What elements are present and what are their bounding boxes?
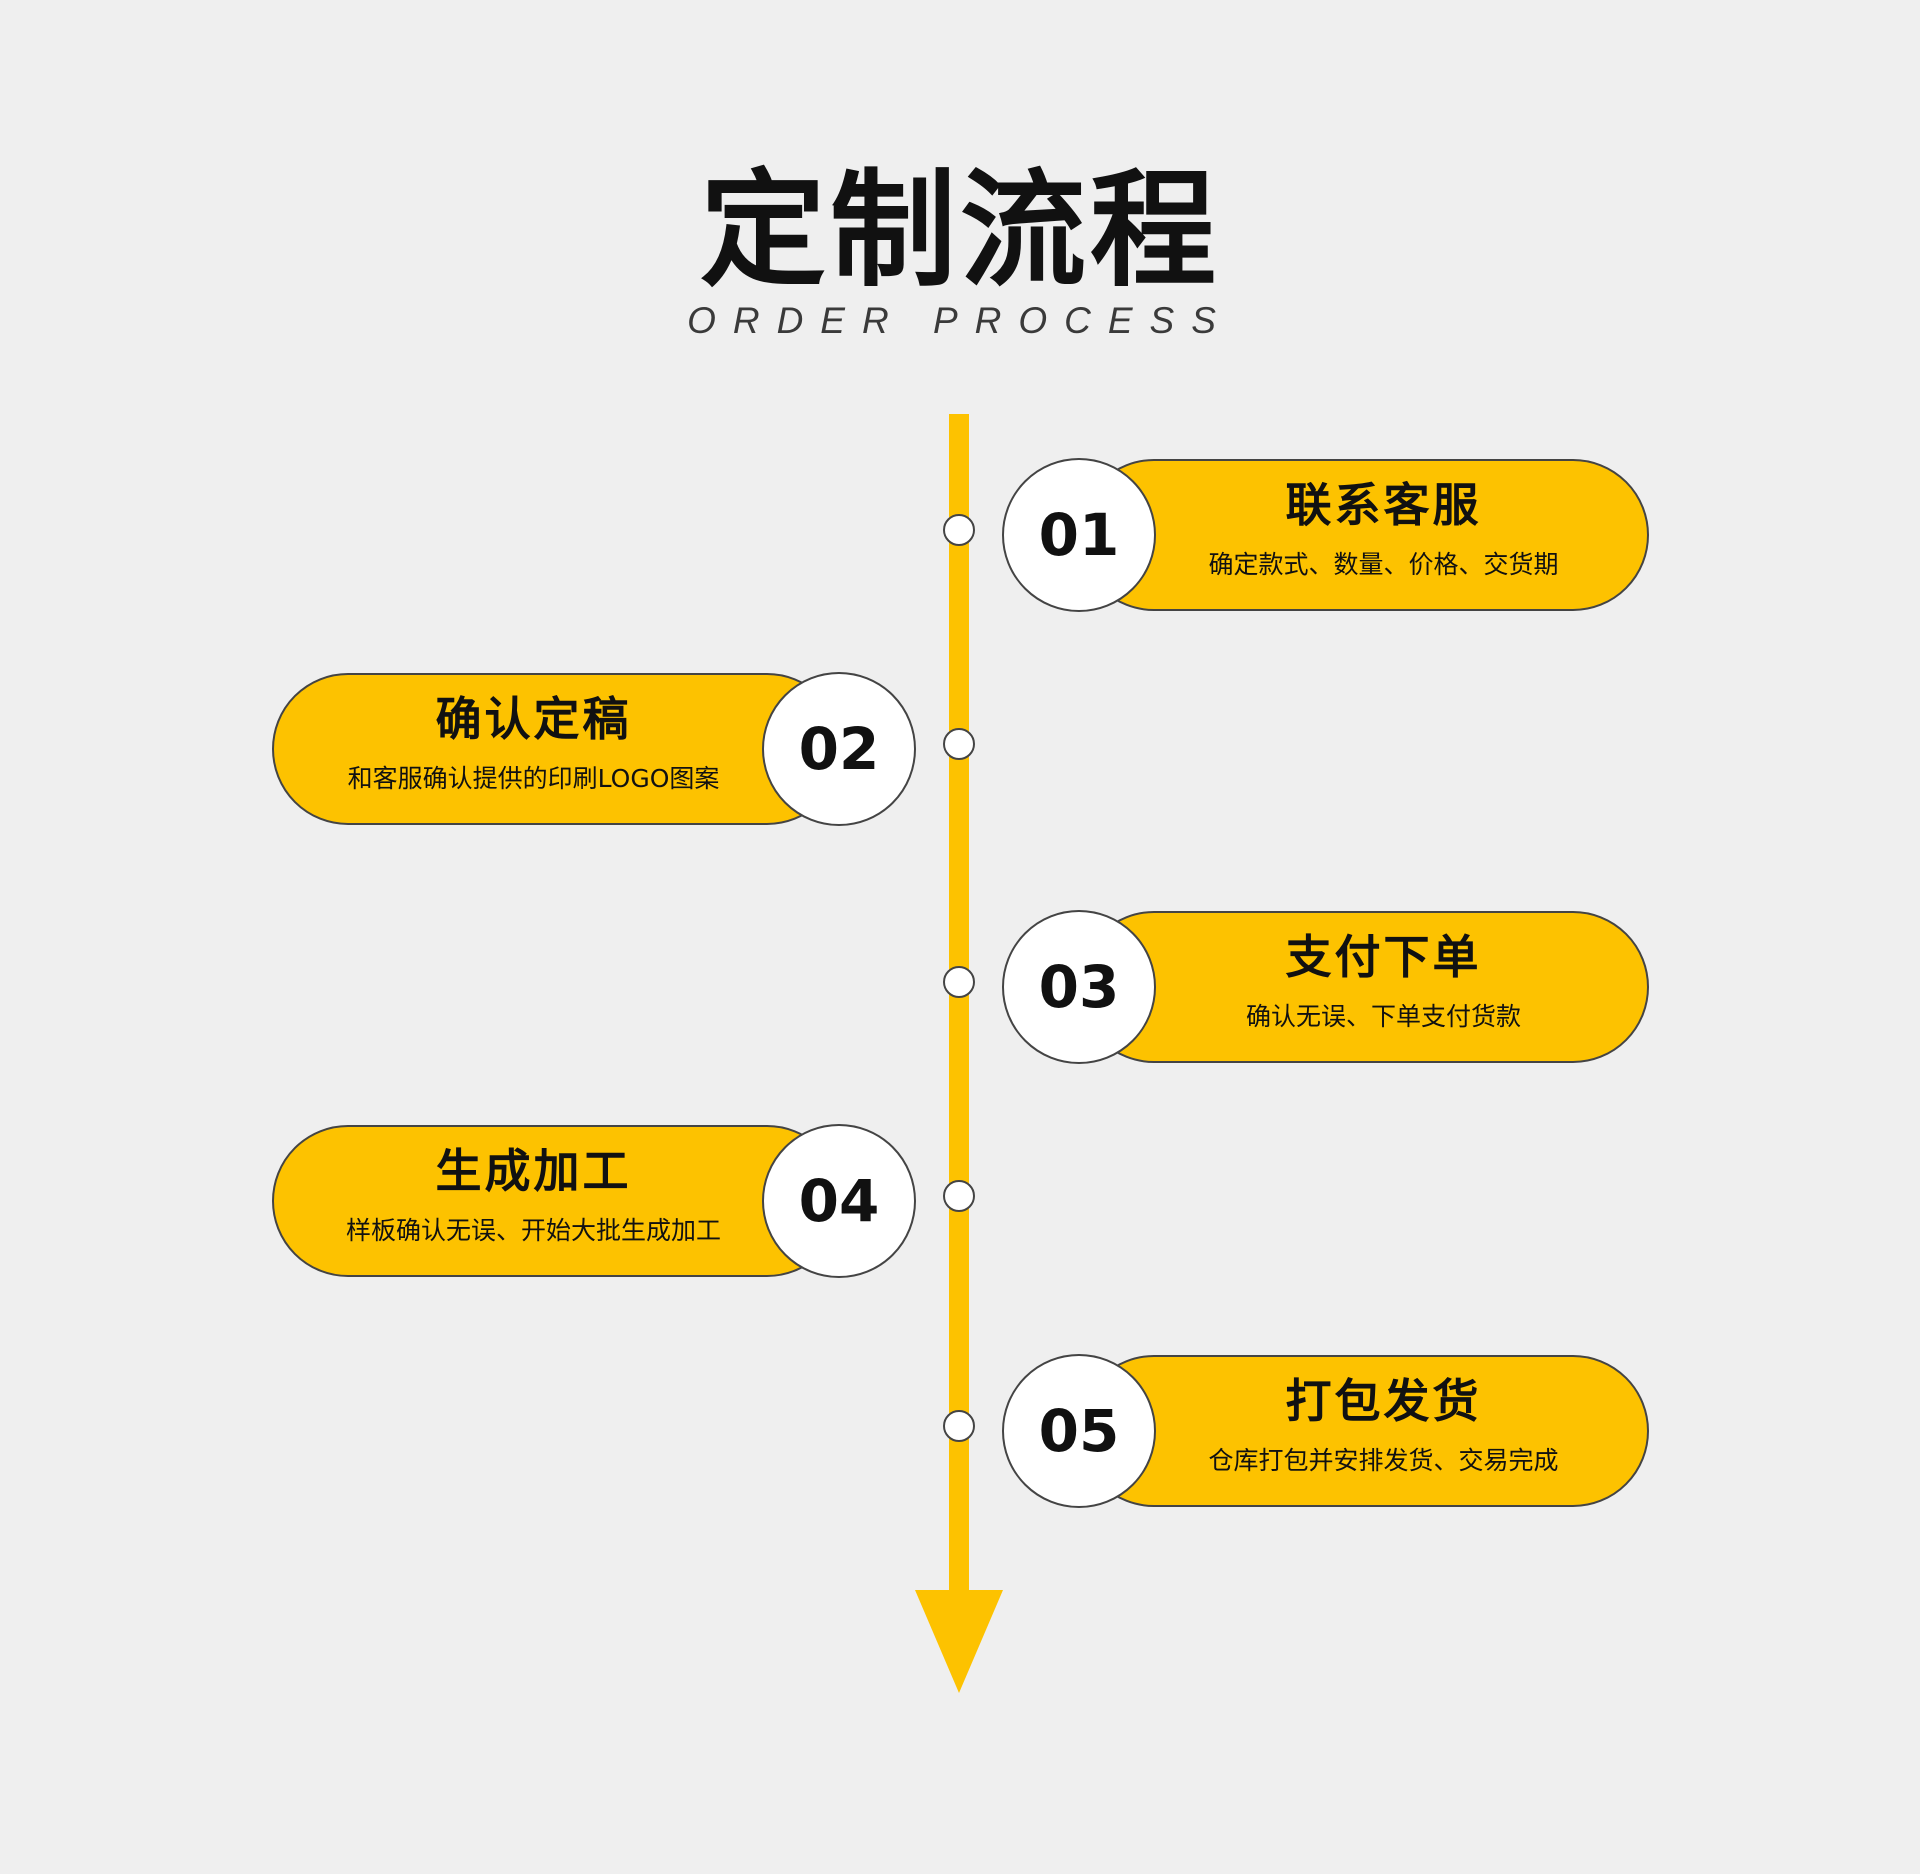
step-text-02: 确认定稿 和客服确认提供的印刷LOGO图案 xyxy=(306,696,761,791)
step-number-03: 03 xyxy=(1002,910,1156,1064)
step-title: 联系客服 xyxy=(1285,478,1482,532)
step-description: 样板确认无误、开始大批生成加工 xyxy=(345,1216,721,1245)
timeline-dot xyxy=(943,966,975,998)
step-number-02: 02 xyxy=(762,672,916,826)
step-description: 仓库打包并安排发货、交易完成 xyxy=(1208,1446,1559,1475)
step-text-01: 联系客服 确定款式、数量、价格、交货期 xyxy=(1156,482,1611,577)
arrow-down-icon xyxy=(915,1590,1003,1693)
page-subtitle: ORDER PROCESS xyxy=(687,300,1233,341)
step-text-05: 打包发货 仓库打包并安排发货、交易完成 xyxy=(1156,1378,1611,1473)
step-text-03: 支付下单 确认无误、下单支付货款 xyxy=(1156,934,1611,1029)
step-card-01 xyxy=(1078,459,1649,611)
step-title: 确认定稿 xyxy=(435,692,632,746)
timeline-dot xyxy=(943,728,975,760)
timeline-line xyxy=(949,414,969,1614)
step-card-04 xyxy=(272,1125,843,1277)
step-title: 生成加工 xyxy=(435,1144,632,1198)
step-card-02 xyxy=(272,673,843,825)
step-description: 和客服确认提供的印刷LOGO图案 xyxy=(347,764,720,793)
step-number-01: 01 xyxy=(1002,458,1156,612)
step-card-03 xyxy=(1078,911,1649,1063)
timeline-dot xyxy=(943,1180,975,1212)
timeline-dot xyxy=(943,1410,975,1442)
step-description: 确认无误、下单支付货款 xyxy=(1245,1002,1521,1031)
step-title: 打包发货 xyxy=(1285,1374,1482,1428)
step-number-05: 05 xyxy=(1002,1354,1156,1508)
timeline-dot xyxy=(943,514,975,546)
step-text-04: 生成加工 样板确认无误、开始大批生成加工 xyxy=(306,1148,761,1243)
page-title: 定制流程 xyxy=(700,157,1220,304)
step-title: 支付下单 xyxy=(1285,930,1482,984)
step-number-04: 04 xyxy=(762,1124,916,1278)
step-description: 确定款式、数量、价格、交货期 xyxy=(1208,550,1559,579)
step-card-05 xyxy=(1078,1355,1649,1507)
